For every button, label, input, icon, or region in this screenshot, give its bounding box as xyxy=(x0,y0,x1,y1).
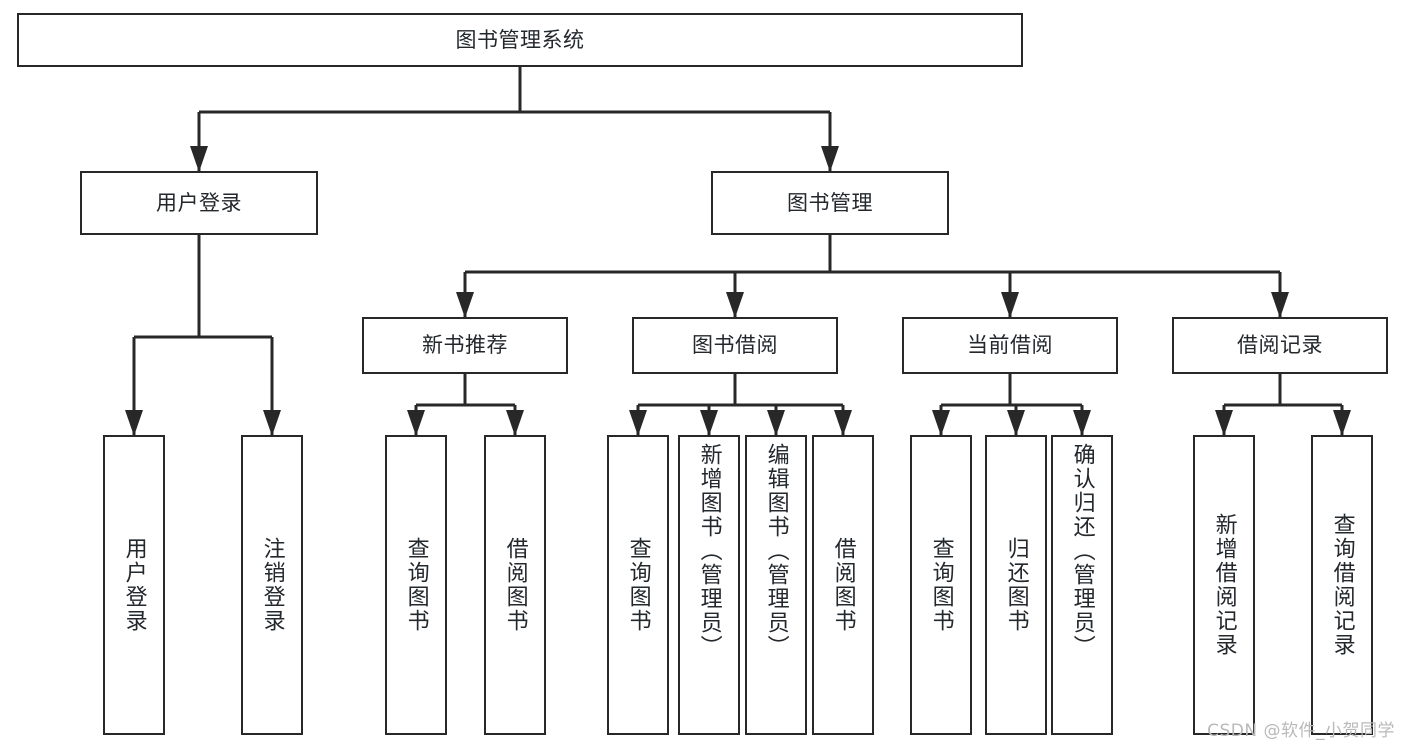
arrowhead-leaf-query-book-borrow xyxy=(629,410,647,436)
node-label-leaf-confirm-return-admin: 确认归还（管理员） xyxy=(1069,443,1095,659)
node-label-root: 图书管理系统 xyxy=(455,27,585,52)
arrowhead-user-login xyxy=(190,146,208,172)
arrowhead-leaf-return-book xyxy=(1007,410,1025,436)
arrowhead-leaf-confirm-return-admin xyxy=(1073,410,1091,436)
node-label-leaf-borrow-book-recommend: 借阅图书 xyxy=(502,537,528,633)
csdn-watermark: CSDN @软件_小贺同学 xyxy=(1207,721,1395,741)
node-label-new-book-recommend: 新书推荐 xyxy=(422,333,508,358)
node-label-leaf-add-book-admin: 新增图书（管理员） xyxy=(696,443,722,659)
arrowhead-current-borrow xyxy=(1001,292,1019,318)
arrowhead-leaf-query-borrow-record xyxy=(1333,410,1351,436)
node-book-borrow[interactable]: 图书借阅 xyxy=(632,317,838,374)
arrowhead-leaf-user-login xyxy=(125,410,143,436)
arrowhead-leaf-borrow-book xyxy=(834,410,852,436)
arrowhead-book-borrow xyxy=(726,292,744,318)
node-label-leaf-query-book-borrow: 查询图书 xyxy=(625,537,651,633)
node-leaf-edit-book-admin[interactable]: 编辑图书（管理员） xyxy=(745,435,807,735)
node-leaf-query-book-current[interactable]: 查询图书 xyxy=(910,435,972,735)
node-user-login[interactable]: 用户登录 xyxy=(80,171,318,235)
node-leaf-add-borrow-record[interactable]: 新增借阅记录 xyxy=(1193,435,1255,735)
node-label-leaf-user-login: 用户登录 xyxy=(121,537,147,633)
node-leaf-borrow-book[interactable]: 借阅图书 xyxy=(812,435,874,735)
node-label-leaf-query-book-current: 查询图书 xyxy=(928,537,954,633)
arrowhead-leaf-edit-book-admin xyxy=(767,410,785,436)
node-borrow-records[interactable]: 借阅记录 xyxy=(1172,317,1388,374)
node-leaf-user-login[interactable]: 用户登录 xyxy=(103,435,165,735)
node-label-book-management: 图书管理 xyxy=(787,190,873,215)
arrowhead-leaf-borrow-book-recommend xyxy=(506,410,524,436)
node-label-leaf-query-book-recommend: 查询图书 xyxy=(403,537,429,633)
node-leaf-borrow-book-recommend[interactable]: 借阅图书 xyxy=(484,435,546,735)
node-leaf-confirm-return-admin[interactable]: 确认归还（管理员） xyxy=(1051,435,1113,735)
arrowhead-leaf-add-borrow-record xyxy=(1215,410,1233,436)
node-label-leaf-edit-book-admin: 编辑图书（管理员） xyxy=(763,443,789,659)
arrowhead-leaf-query-book-current xyxy=(932,410,950,436)
node-current-borrow[interactable]: 当前借阅 xyxy=(902,317,1118,374)
arrowhead-book-management xyxy=(821,146,839,172)
node-leaf-query-borrow-record[interactable]: 查询借阅记录 xyxy=(1311,435,1373,735)
node-label-borrow-records: 借阅记录 xyxy=(1237,333,1323,358)
arrowhead-new-book-recommend xyxy=(456,292,474,318)
node-label-leaf-return-book: 归还图书 xyxy=(1003,537,1029,633)
node-new-book-recommend[interactable]: 新书推荐 xyxy=(362,317,568,374)
node-label-leaf-query-borrow-record: 查询借阅记录 xyxy=(1329,513,1355,657)
node-label-current-borrow: 当前借阅 xyxy=(967,333,1053,358)
node-label-user-login: 用户登录 xyxy=(156,190,242,215)
arrowhead-borrow-records xyxy=(1271,292,1289,318)
node-label-leaf-add-borrow-record: 新增借阅记录 xyxy=(1211,513,1237,657)
node-label-book-borrow: 图书借阅 xyxy=(692,333,778,358)
node-leaf-query-book-borrow[interactable]: 查询图书 xyxy=(607,435,669,735)
arrowhead-leaf-add-book-admin xyxy=(700,410,718,436)
node-leaf-logout-login[interactable]: 注销登录 xyxy=(241,435,303,735)
arrowhead-leaf-query-book-recommend xyxy=(407,410,425,436)
node-leaf-query-book-recommend[interactable]: 查询图书 xyxy=(385,435,447,735)
node-label-leaf-borrow-book: 借阅图书 xyxy=(830,537,856,633)
node-label-leaf-logout-login: 注销登录 xyxy=(259,537,285,633)
node-leaf-add-book-admin[interactable]: 新增图书（管理员） xyxy=(678,435,740,735)
node-leaf-return-book[interactable]: 归还图书 xyxy=(985,435,1047,735)
node-book-management[interactable]: 图书管理 xyxy=(711,171,949,235)
arrowhead-leaf-logout-login xyxy=(263,410,281,436)
node-root[interactable]: 图书管理系统 xyxy=(17,13,1023,67)
